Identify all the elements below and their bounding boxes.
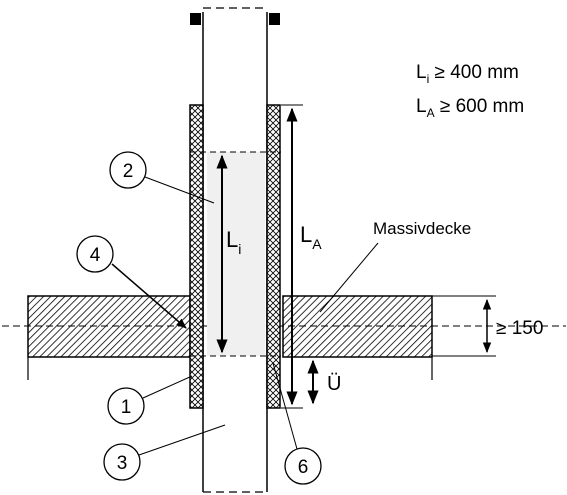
callout-1-leader [142,375,193,399]
slab-label: Massivdecke [373,219,471,238]
slab-left [27,295,191,358]
requirement-la: LA ≥ 600 mm [416,96,524,120]
pipe-marker-right [269,13,280,25]
overhang-label: Ü [327,373,341,395]
callout-6-circle [284,447,322,485]
callout-2-leader [144,176,215,204]
concrete-slab [2,295,566,380]
slab-leader [319,242,379,313]
insulation-sleeve-left [189,104,204,409]
callout-4-leader [111,263,187,329]
thickness-label: ≥ 150 [496,318,543,339]
callout-6-number: 6 [298,457,309,478]
callout-4-circle [76,235,114,273]
callout-6-leader [272,362,298,450]
callout-3-leader [138,424,226,456]
callout-1-number: 1 [121,397,132,418]
pipe-marker-left [190,13,201,25]
callout-4-number: 4 [90,245,101,266]
callout-3-circle [103,443,141,481]
insulation-sleeve-right [266,104,281,409]
la-dim-label: LA [300,222,322,252]
callout-2-number: 2 [123,161,134,182]
inner-protection-zone [207,152,265,356]
callout-2-circle [109,151,147,189]
requirement-li: Li ≥ 400 mm [416,62,519,86]
callout-3-number: 3 [117,453,128,474]
li-dim-label: Li [226,227,241,257]
callout-1-circle [107,387,145,425]
